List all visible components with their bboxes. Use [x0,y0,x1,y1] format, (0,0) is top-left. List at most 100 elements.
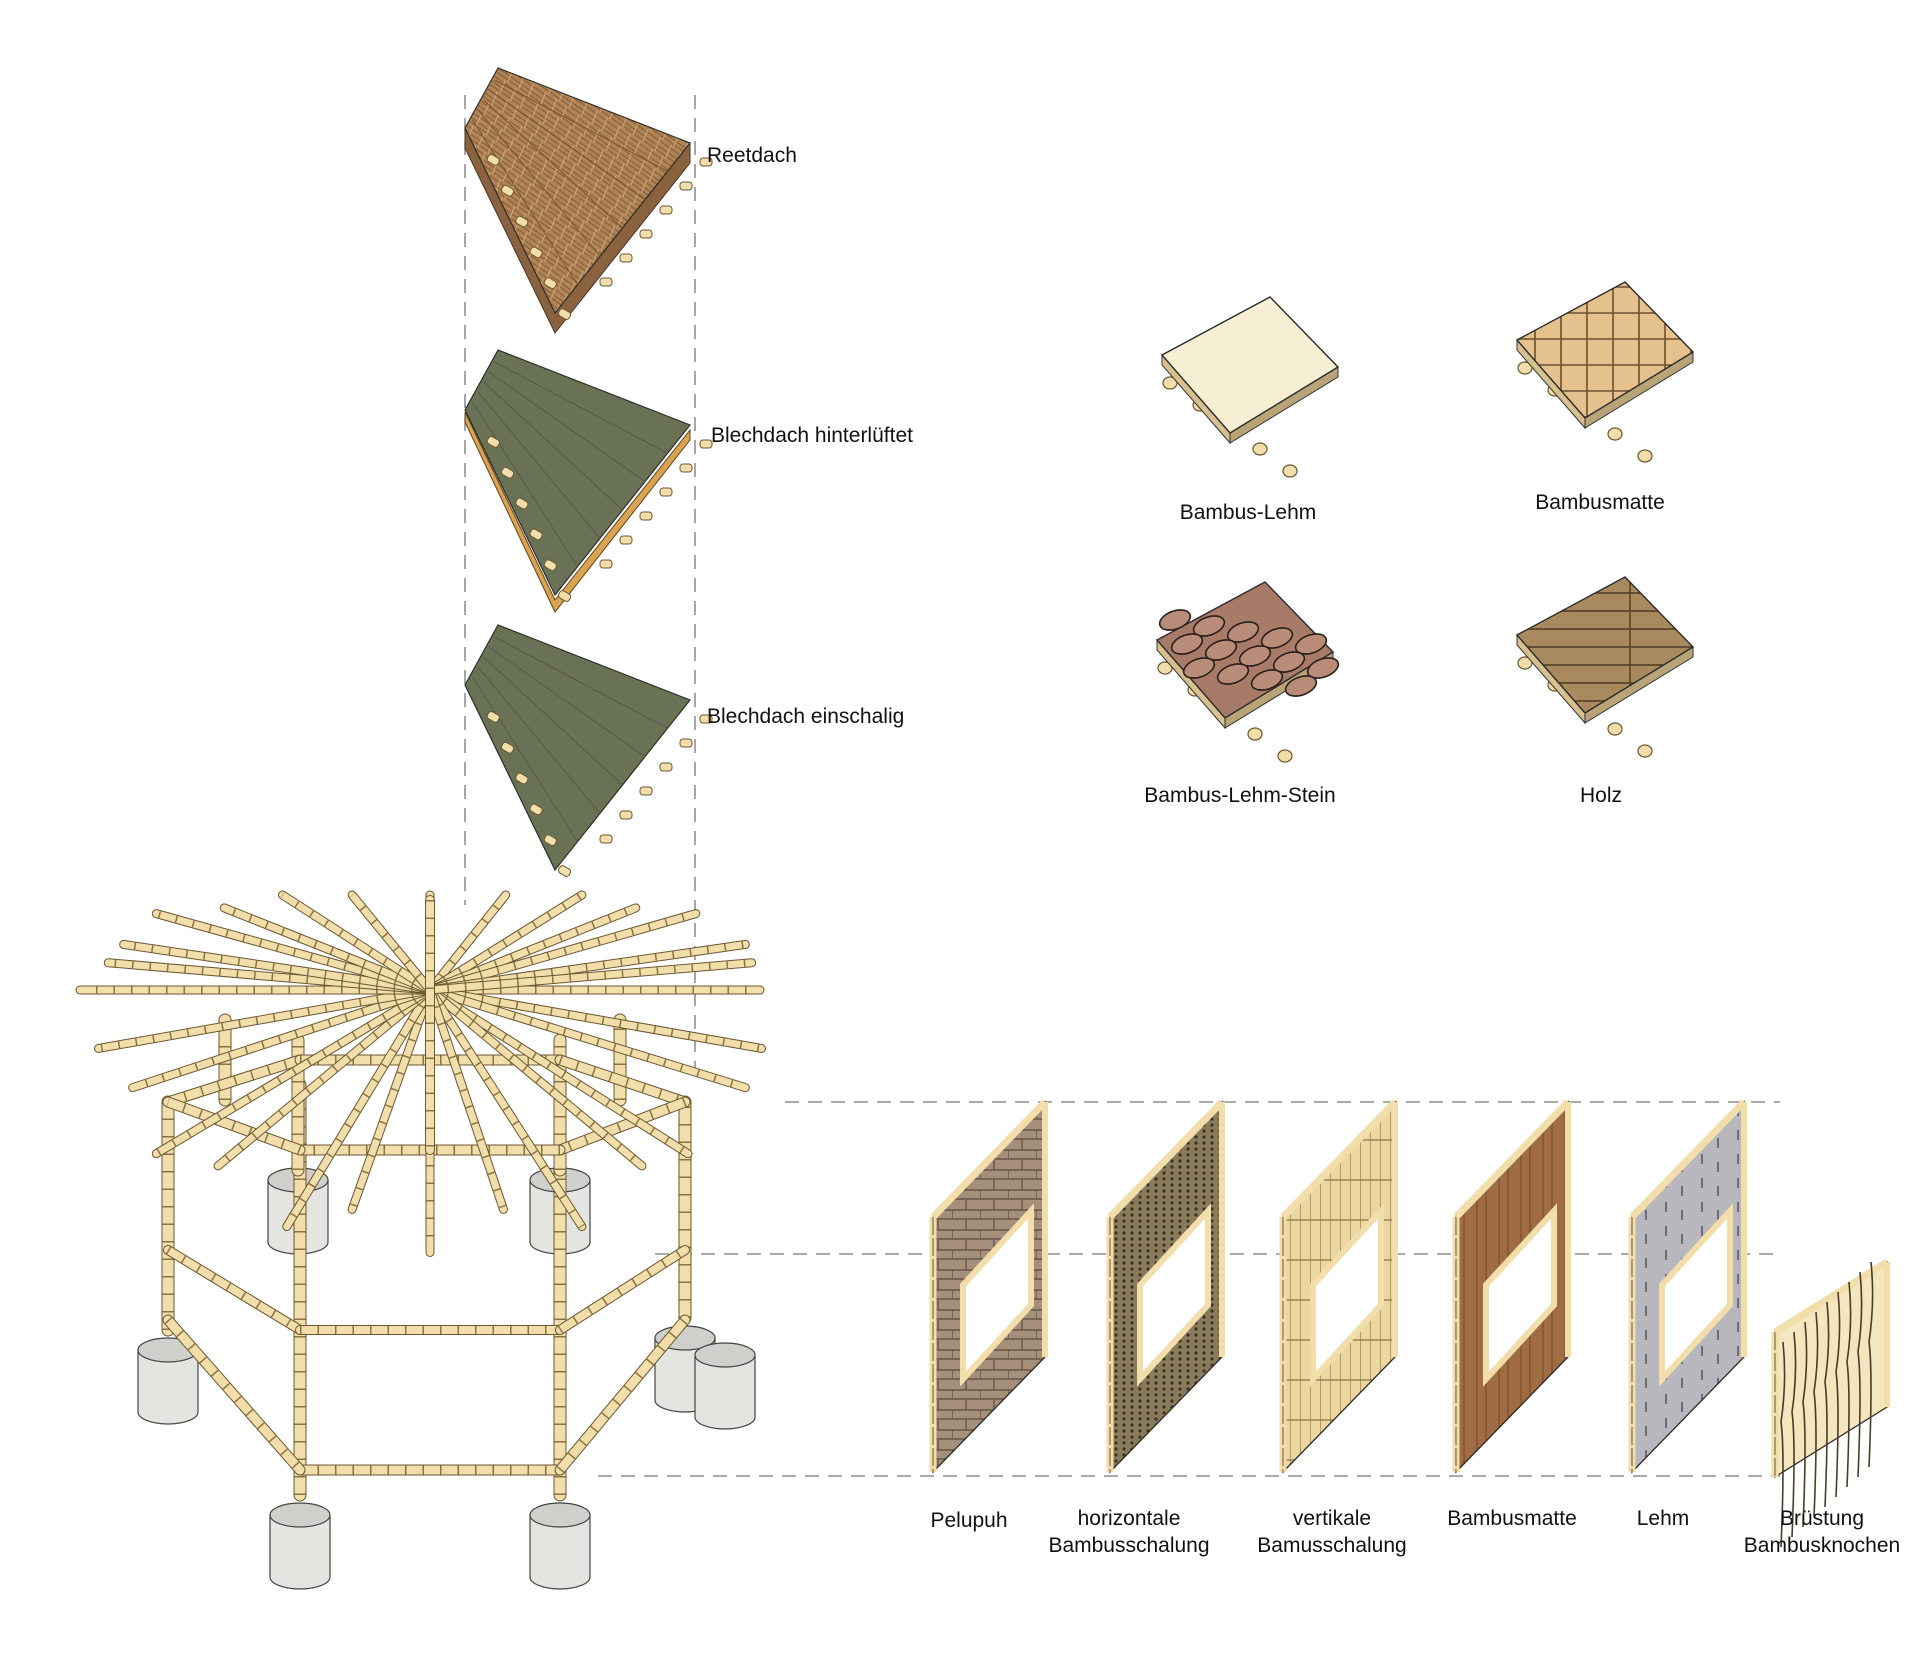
roof-course-line [483,99,623,229]
pavilion-rafter [152,910,434,994]
roof-batten [500,466,515,479]
roof-batten [679,738,693,748]
pavilion-floor-beam [555,1315,690,1475]
roof-batten [699,157,713,167]
pavilion-rafter [283,986,434,1231]
floor-stone [1182,657,1216,679]
wall-top-rail [1107,1099,1225,1220]
wall-label-bamboo-mat: Bambusmatte [1447,1507,1577,1530]
pavilion-ring-beam [555,1055,690,1107]
pavilion-rafter [426,986,692,1158]
wall-window-opening [960,1203,1034,1387]
roof-batten [557,865,572,877]
roof-batten [679,463,693,473]
pavilion-rafter-nodes [97,986,431,1052]
roof-course-line [477,109,601,257]
pavilion-rafter [214,986,434,1170]
roof-batten [659,762,673,772]
wall-parapet [1771,1259,1890,1548]
pavilion-floor-beam [163,1315,305,1475]
floor-joist-end [1517,656,1533,670]
roof-batten [557,590,572,602]
pavilion-rafter-nodes [280,892,432,993]
pavilion-rafter [426,986,646,1170]
footing-body [269,1514,331,1590]
wall-window-opening [1483,1203,1557,1387]
floor-joist-end [1282,464,1298,478]
wall-window-opening [1137,1203,1211,1387]
pavilion-rafter [426,891,586,994]
roof-metal-ventilated [464,349,713,613]
floor-joist-end [1277,749,1293,763]
wall-window-opening [1310,1203,1384,1387]
roof-batten [557,308,572,320]
pavilion-ring-beam [163,1055,305,1107]
floor-stone [1226,621,1260,643]
wall-top-rail [1280,1099,1398,1220]
wall-pelupuh [929,1099,1048,1474]
roof-batten [679,181,693,191]
floor-bamboo-mat [1515,281,1695,463]
floor-joist-end [1162,376,1178,390]
wall-top-rail [930,1099,1048,1220]
wall-top-rail [1629,1099,1747,1220]
concrete-footing [694,1342,756,1430]
floor-stone [1294,633,1328,655]
wall-bamboo-branch [1791,1331,1797,1538]
pavilion-rafter [348,891,434,994]
pavilion-rafter-nodes [426,988,507,1211]
concrete-footing [529,1502,591,1590]
roof-course-line [494,361,668,454]
pavilion-rafter-nodes [348,988,434,1211]
roof-batten [543,277,557,290]
roof-course-line [494,636,668,729]
wall-bamboo-branch [1813,1311,1819,1518]
roof-batten [529,246,543,259]
pavilion-rafter [120,940,434,994]
roof-course-line [472,676,578,842]
pavilion-rafter-nodes [429,986,763,1052]
roof-batten [515,497,529,510]
roof-metal-single [464,624,713,877]
floor-slab-top [1515,281,1695,419]
footing-top [529,1502,591,1528]
roof-batten [619,253,633,263]
roof-batten [543,834,557,847]
floor-wood [1515,576,1695,758]
bamboo-pavilion [75,890,766,1590]
concrete-footing [269,1502,331,1590]
roof-batten [515,215,529,228]
roof-batten [699,439,713,449]
roof-label-thatch: Reetdach [707,144,797,167]
pavilion-ring-beam-nodes [166,1097,302,1155]
roof-batten [599,277,613,287]
roof-batten [599,834,613,844]
roof-batten [486,154,500,166]
pavilion-mid-beam [556,1246,689,1334]
pavilion-rafter [220,904,434,994]
pavilion-rafter [426,891,510,994]
roof-batten [639,511,653,521]
floor-stone [1204,639,1238,661]
wall-bamboo-branch [1802,1321,1808,1528]
wall-top-rail [1773,1259,1889,1335]
floor-stone [1216,663,1250,685]
roof-course-line [477,391,601,539]
roof-course-line [472,119,578,285]
floor-label-bamboo-mat: Bambusmatte [1535,491,1665,514]
roof-batten [543,559,557,572]
pavilion-rafter [129,986,434,1092]
floor-joist-end [1157,661,1173,675]
floor-joist-end [1252,442,1268,456]
roof-course-line [483,381,623,511]
roof-label-metal-ventilated: Blechdach hinterlüftet [711,424,913,447]
roof-batten [619,535,633,545]
wall-bamboo-branch [1824,1301,1830,1508]
footing-body [529,1514,591,1590]
roof-batten [486,711,500,723]
floor-stone [1158,609,1192,631]
floor-stone [1284,675,1318,697]
roof-batten [500,184,515,197]
